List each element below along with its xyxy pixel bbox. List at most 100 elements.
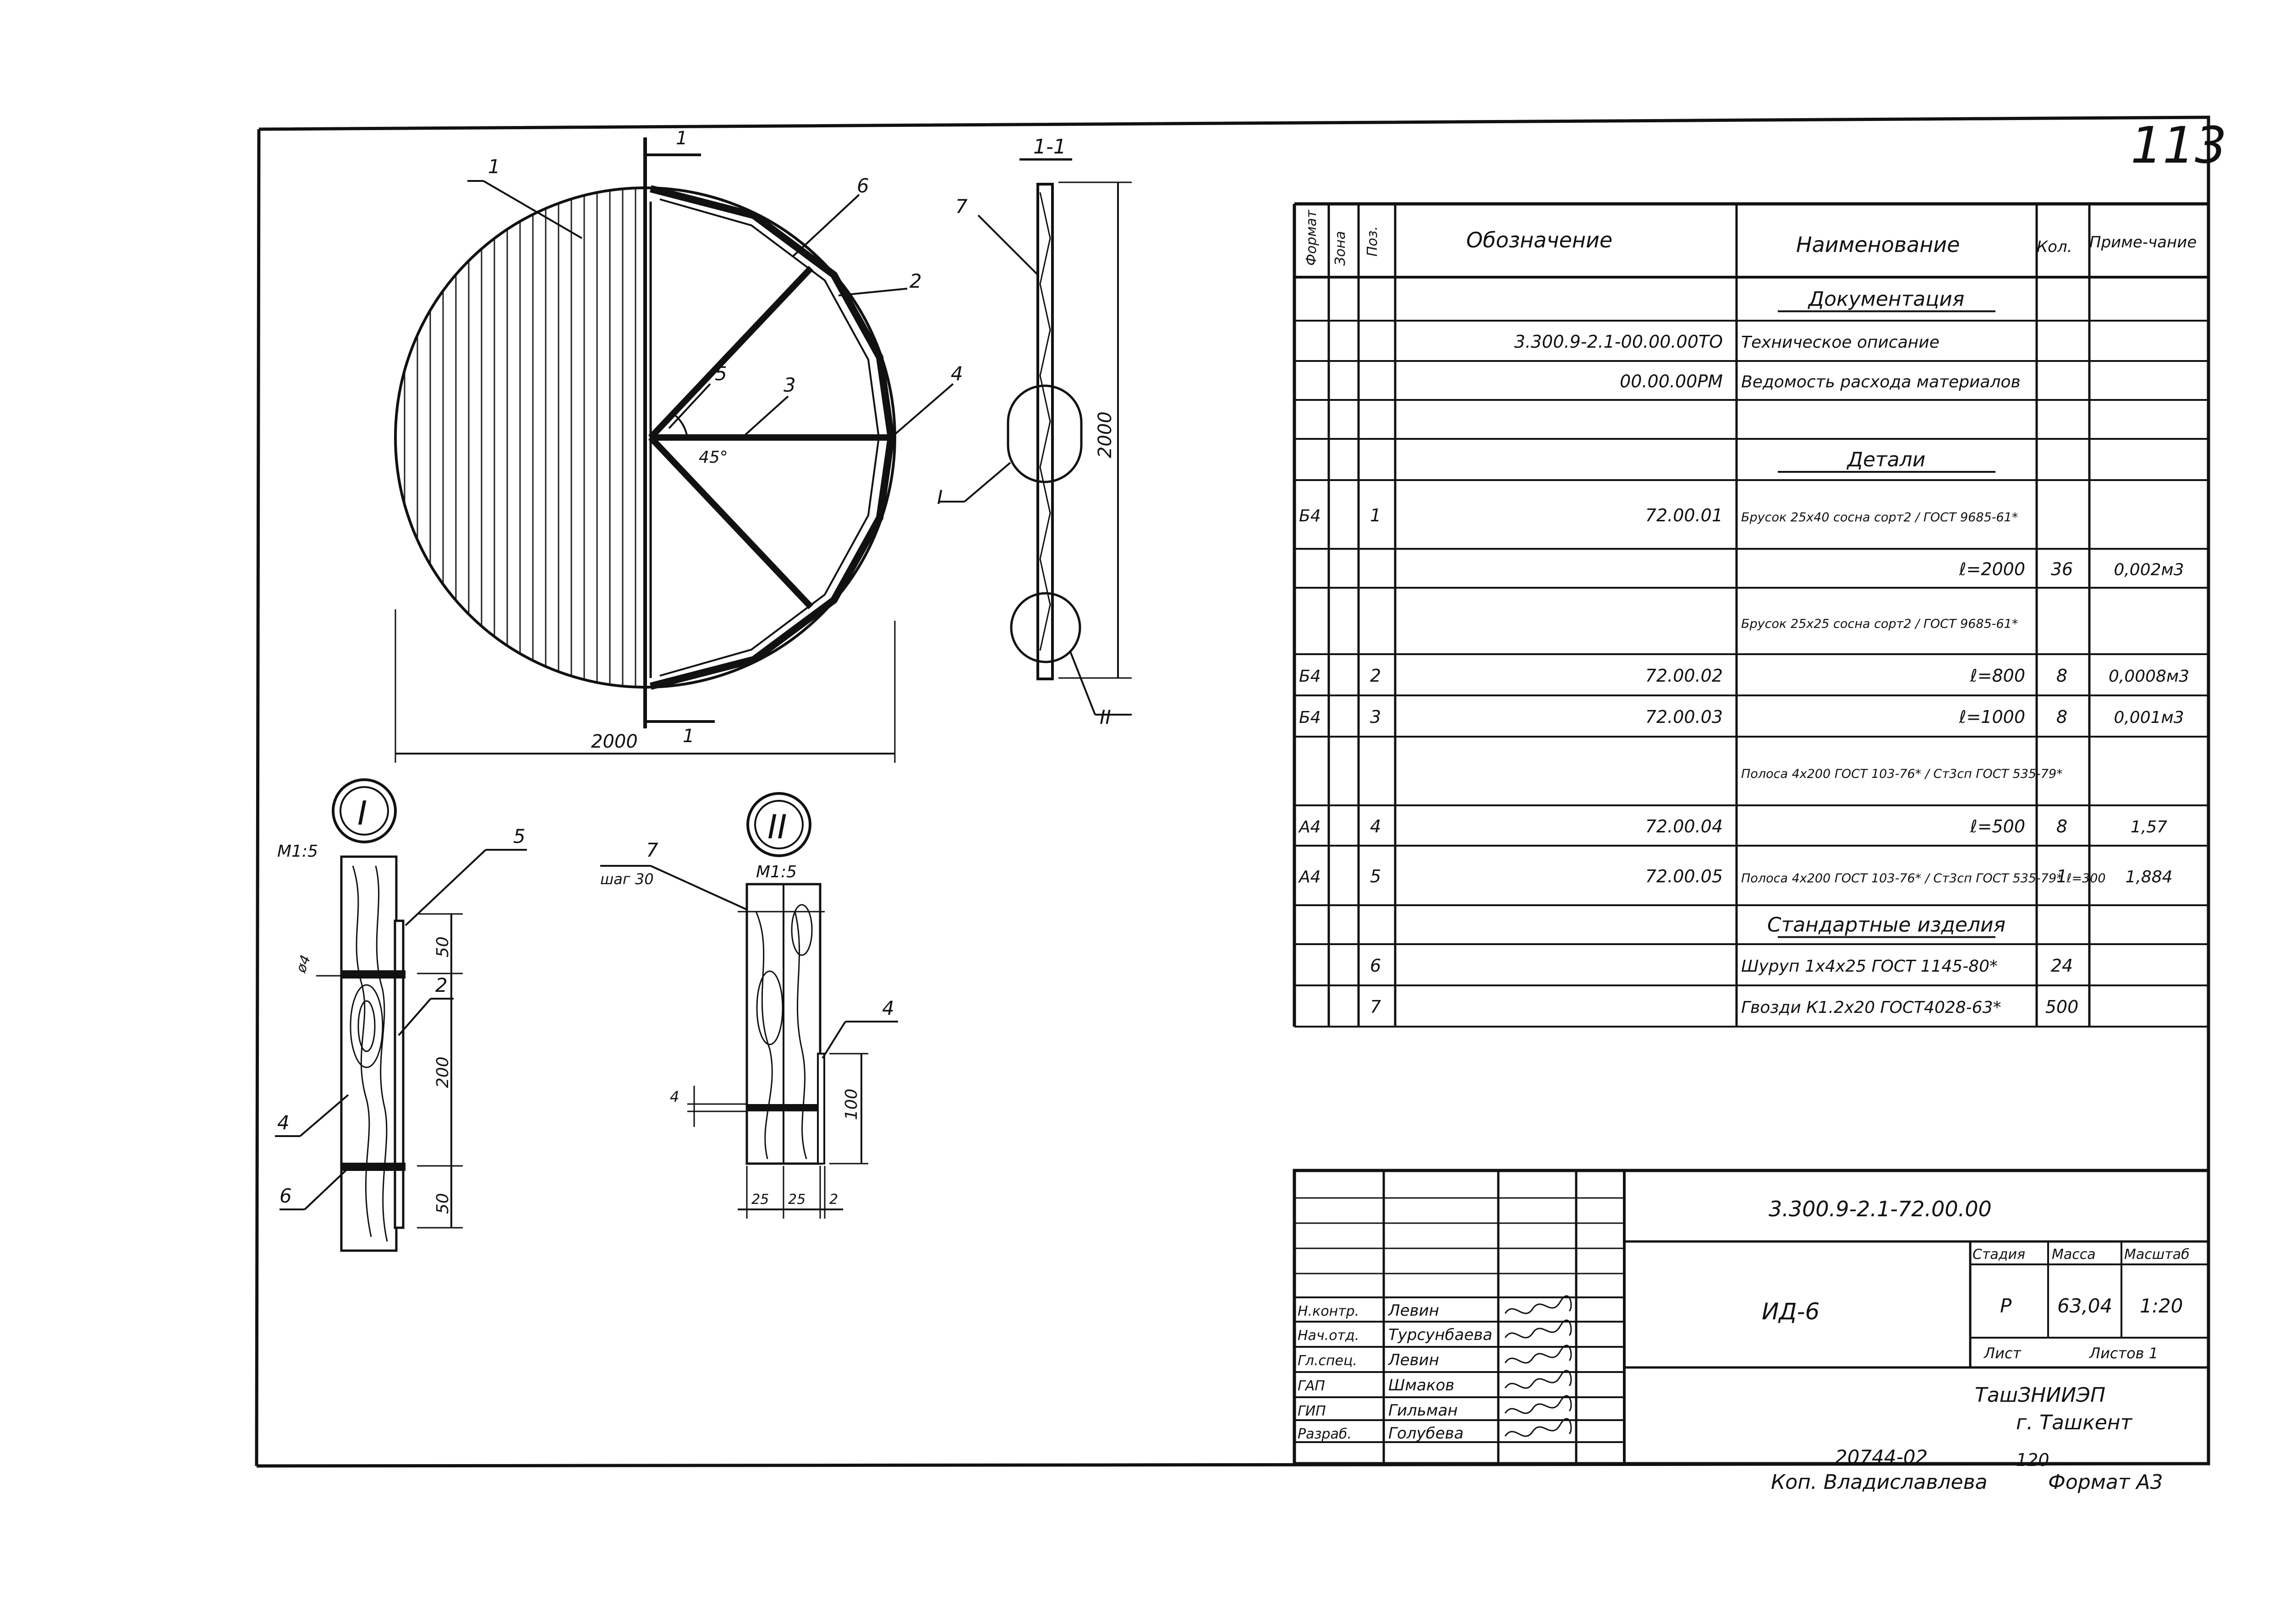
signer-name: Гильман [1388, 1401, 1458, 1420]
angle-label: 45° [699, 448, 728, 467]
spec-row-note: 0,002м3 [2114, 561, 2184, 580]
section-profile [1036, 183, 1054, 680]
detail-I: I M1:5 50 200 50 ø4 5 2 4 6 [275, 778, 527, 1252]
sheets-label: Листов 1 [2089, 1345, 2158, 1362]
detail-II-dim-side: 100 [842, 1088, 861, 1120]
width-dimension-label: 2000 [591, 731, 638, 752]
signer-name: Шмаков [1388, 1376, 1454, 1394]
signature-scribble [1504, 1370, 1572, 1389]
spec-row-format: А4 [1298, 818, 1321, 837]
screw-band-top [341, 970, 405, 979]
spec-header-qty: Кол. [2037, 238, 2072, 256]
detail-II-callout-7: 7 [646, 839, 658, 861]
signer-name: Левин [1387, 1351, 1439, 1369]
cut-mark-top: 1 [676, 128, 687, 149]
detail-II-dim-4: 4 [670, 1088, 679, 1105]
stage-label: Стадия [1973, 1247, 2025, 1263]
detail-I-dim-top: 50 [433, 936, 452, 957]
callout-1: 1 [488, 155, 500, 178]
spec-header-zone: Зона [1332, 231, 1348, 266]
spec-row-designation: 72.00.05 [1645, 866, 1723, 886]
signer-name: Левин [1387, 1301, 1439, 1320]
spec-row-name: Шуруп 1x4x25 ГОСТ 1145-80* [1741, 957, 1998, 976]
detail-II-callout-4: 4 [882, 997, 894, 1019]
spec-row-pos: 1 [1370, 505, 1381, 525]
detail-I-callout-6: 6 [279, 1185, 292, 1207]
spec-row-pos: 3 [1370, 707, 1381, 727]
spec-row-designation: 3.300.9-2.1-00.00.00ТО [1514, 332, 1723, 352]
detail-I-callout-2: 2 [435, 974, 448, 996]
footer-page: 120 [2016, 1450, 2049, 1470]
detail-I-marker [1007, 384, 1083, 483]
callout-2: 2 [910, 270, 922, 292]
screw-band-bottom [341, 1163, 405, 1171]
specification-table: Формат Зона Поз. Обозначение Наименовани… [1293, 202, 2210, 1028]
spec-row-name: Техническое описание [1741, 333, 1940, 352]
callout-4: 4 [951, 362, 963, 385]
detail-II-dim-b1: 25 [751, 1192, 769, 1208]
section-label: 1-1 [1033, 135, 1066, 159]
spec-row-note: 1,57 [2131, 818, 2167, 837]
signer-role: Разраб. [1298, 1426, 1352, 1442]
detail-I-callout-4: 4 [277, 1111, 290, 1134]
sheet-mark: 113 [2131, 116, 2227, 175]
spec-section-heading: Документация [1808, 288, 1965, 311]
spec-row-pos: 4 [1370, 816, 1381, 837]
spec-row-note: 0,0008м3 [2109, 667, 2189, 686]
signature-scribble [1504, 1319, 1572, 1339]
callout-3: 3 [784, 374, 796, 396]
spec-row-note: 0,001м3 [2114, 708, 2184, 727]
spec-row-name: Брусок 25x40 сосна сорт2 / ГОСТ 9685-61* [1741, 510, 2018, 525]
detail-II-nail-band [747, 1104, 820, 1111]
spec-row-name: ℓ=500 [1970, 816, 2025, 837]
spec-row-format: Б4 [1299, 507, 1321, 525]
detail-I-hole: ø4 [293, 953, 314, 975]
spec-row-qty: 500 [2045, 997, 2079, 1017]
title-block: 3.300.9-2.1-72.00.00 ИД-6 Стадия Масса М… [1293, 1169, 2210, 1465]
planking-hatch [395, 188, 646, 687]
section-view: 1-1 7 I II 2000 [937, 135, 1132, 728]
title-block-title: ИД-6 [1762, 1298, 1819, 1325]
mass-label: Масса [2052, 1247, 2096, 1263]
spec-row-designation: 00.00.00РМ [1620, 372, 1723, 392]
detail-II-dim-b3: 2 [829, 1192, 838, 1208]
scale-value: 1:20 [2140, 1295, 2183, 1317]
view-II-marker-label: II [1100, 706, 1111, 728]
org-line-2: г. Ташкент [2016, 1411, 2133, 1434]
spec-row-name: ℓ=800 [1970, 666, 2025, 686]
spec-header-name: Наименование [1796, 232, 1960, 257]
spec-row-pos: 2 [1370, 666, 1381, 686]
callout-6: 6 [857, 175, 869, 197]
detail-I-dim-bottom: 50 [433, 1193, 452, 1214]
detail-II-scale: M1:5 [756, 863, 797, 881]
spec-header-note: Приме-чание [2089, 233, 2197, 252]
spec-row-qty: 8 [2056, 666, 2067, 686]
spec-row-name: Брусок 25x25 сосна сорт2 / ГОСТ 9685-61* [1741, 617, 2018, 631]
signer-role: ГАП [1298, 1378, 1325, 1394]
stage-value: Р [2000, 1295, 2012, 1317]
spec-row-designation: 72.00.02 [1645, 666, 1723, 686]
spec-row-note: 1,884 [2125, 868, 2172, 886]
spec-row-qty: 24 [2051, 956, 2073, 976]
footer-copy: Коп. Владиславлева [1771, 1471, 1987, 1494]
spec-header-pos: Поз. [1364, 226, 1381, 257]
signer-role: Гл.спец. [1298, 1353, 1357, 1369]
spec-row-name: Полоса 4x200 ГОСТ 103-76* / Ст3сп ГОСТ 5… [1741, 767, 2063, 781]
detail-II: II M1:5 шаг 30 7 4 100 4 25 25 2 [600, 792, 898, 1219]
spec-row-qty: 8 [2056, 707, 2067, 727]
spec-row-name: Полоса 4x200 ГОСТ 103-76* / Ст3сп ГОСТ 5… [1741, 871, 2106, 886]
spec-header-format: Формат [1304, 209, 1320, 266]
brace-lower [648, 435, 814, 609]
detail-I-scale: M1:5 [277, 842, 318, 861]
spec-row-designation: 72.00.03 [1645, 707, 1723, 727]
signer-name: Турсунбаева [1388, 1326, 1492, 1344]
detail-I-callout-5: 5 [513, 825, 526, 848]
spec-section-heading: Стандартные изделия [1767, 913, 2006, 937]
detail-II-note: шаг 30 [600, 870, 654, 888]
frame-left-edge [255, 129, 261, 1466]
spec-row-qty: 36 [2051, 559, 2073, 580]
spec-header-designation: Обозначение [1466, 228, 1612, 252]
spec-row-name: ℓ=1000 [1959, 707, 2025, 727]
spec-section-heading: Детали [1847, 448, 1926, 471]
